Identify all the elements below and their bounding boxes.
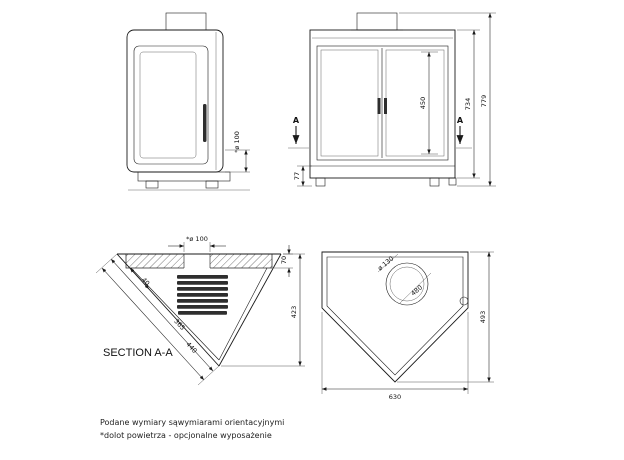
dim-section-depth-label: 423 — [290, 306, 298, 318]
flue-opening-inner — [389, 266, 425, 302]
dim-plan-width-label: 630 — [389, 393, 401, 401]
plan-outline — [321, 251, 469, 383]
section-right-wall — [218, 253, 282, 367]
front-glass-right — [385, 49, 445, 157]
side-body — [126, 29, 224, 173]
dim-plan-flue-distance-label: 480 — [409, 283, 424, 297]
dim-section-flue: *ø 100 — [168, 235, 226, 252]
dim-total-height: 779 — [399, 12, 496, 187]
section-marker-left: A — [288, 116, 309, 149]
flue-opening-outer — [385, 262, 429, 306]
dim-section-depth: 423 — [221, 253, 305, 367]
side-door — [133, 45, 209, 165]
front-view: A A 450 734 779 — [288, 12, 496, 187]
plan-inner-wall — [326, 256, 464, 376]
dim-base-height-label: 77 — [293, 172, 301, 180]
air-inlet-icon — [459, 296, 469, 306]
dim-body-height-label: 734 — [464, 98, 472, 110]
front-air-control — [448, 177, 457, 186]
plan-view: ø 130 480 630 493 — [321, 251, 494, 401]
dim-section-widths: 365 440 — [95, 253, 220, 386]
side-glass — [139, 51, 197, 159]
side-view: *ø 100 — [126, 12, 250, 191]
notes: Podane wymiary sąwymiarami orientacyjnym… — [100, 418, 284, 440]
section-aa-view: *ø 100 70 423 40 365 440 — [95, 235, 305, 386]
dim-base-height: 77 — [293, 165, 312, 187]
dim-body-height: 734 — [457, 29, 480, 179]
front-handle-left-icon — [377, 98, 381, 114]
note-line-2: *dolot powietrza - opcjonalne wyposażeni… — [100, 431, 272, 440]
dim-plan-width: 630 — [321, 312, 469, 401]
front-flue-collar-icon — [356, 12, 398, 31]
side-handle-icon — [203, 104, 207, 142]
dim-plan-depth-label: 493 — [479, 311, 487, 323]
dim-glass-height: 450 — [419, 51, 438, 155]
dim-section-inner-width-label: 365 — [172, 317, 186, 332]
section-marker-left-label: A — [293, 116, 300, 125]
section-marker-right: A — [456, 116, 472, 149]
dim-section-band-label: 70 — [280, 256, 288, 264]
dim-plan-depth: 493 — [397, 251, 494, 383]
vent-grille-icon — [177, 275, 228, 315]
front-body — [309, 29, 456, 179]
dim-glass-height-label: 450 — [419, 97, 427, 109]
front-door-frame — [316, 45, 449, 161]
note-line-1: Podane wymiary sąwymiarami orientacyjnym… — [100, 418, 284, 427]
side-flue-collar-icon — [165, 12, 207, 31]
dim-section-offset-label: 40 — [140, 276, 151, 288]
dim-section-flue-label: *ø 100 — [186, 235, 208, 243]
side-plinth — [137, 171, 231, 182]
section-aa-title: SECTION A-A — [103, 347, 173, 359]
front-handle-right-icon — [384, 98, 387, 114]
section-marker-right-label: A — [457, 116, 464, 125]
front-glass-left — [320, 49, 379, 157]
dim-side-rear-outlet-label: *ø 100 — [233, 131, 241, 153]
dim-total-height-label: 779 — [480, 95, 488, 107]
dim-side-rear-outlet: *ø 100 — [225, 131, 250, 173]
